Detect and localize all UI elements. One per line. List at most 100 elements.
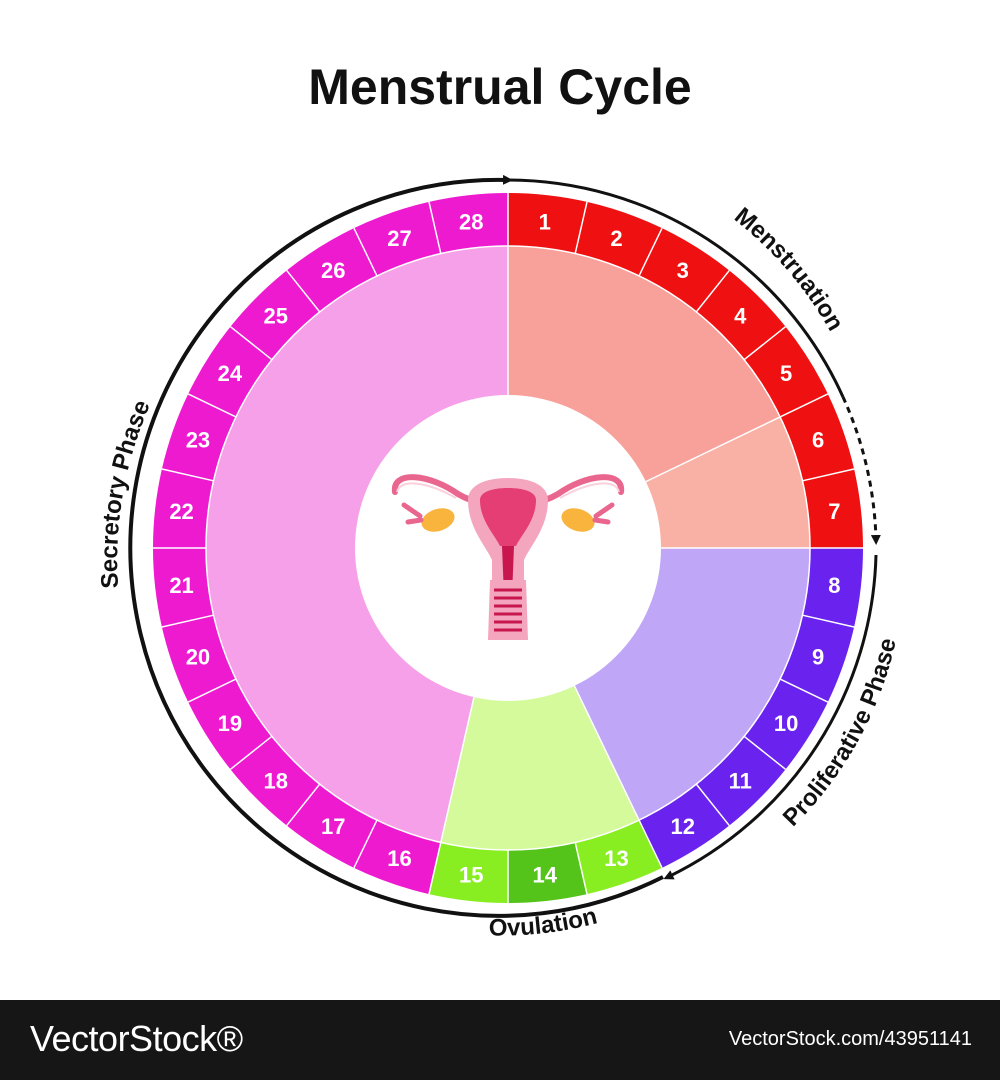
watermark-brand: VectorStock® (30, 1018, 243, 1059)
day-segment-23 (161, 393, 236, 481)
ring-tick (743, 735, 787, 770)
day-label-17: 17 (321, 814, 345, 839)
day-label-28: 28 (459, 210, 483, 235)
day-segment-15 (429, 842, 508, 903)
cycle-diagram: Menstruation Proliferative Phase Ovulati… (96, 174, 902, 942)
day-segment-21 (153, 548, 214, 627)
day-label-26: 26 (321, 258, 345, 283)
day-label-24: 24 (218, 361, 243, 386)
ring-tick (187, 678, 237, 703)
day-label-23: 23 (186, 428, 210, 453)
secretory-label: Secretory Phase (96, 396, 156, 589)
day-segment-4 (696, 270, 786, 360)
day-segment-6 (780, 393, 855, 481)
ring-tick (695, 783, 730, 827)
menstruation-dashed-arrow (841, 396, 881, 545)
day-segment-18 (230, 736, 320, 826)
day-segment-3 (639, 228, 730, 312)
ring-tick (428, 842, 442, 895)
day-labels: 1234567891011121314151617181920212223242… (169, 210, 840, 888)
inner-phase-sectors (205, 246, 810, 850)
day-label-1: 1 (539, 210, 551, 235)
outer-cycle-arrow (128, 174, 664, 918)
day-label-8: 8 (828, 573, 840, 598)
day-segment-13 (575, 820, 663, 895)
menstruation-inner-sector-b (644, 416, 810, 548)
day-label-22: 22 (169, 499, 193, 524)
day-segment-20 (161, 615, 236, 703)
ring-tick (638, 227, 663, 277)
proliferative-inner-sector (573, 548, 810, 821)
ring-tick (802, 614, 855, 628)
day-segment-5 (744, 326, 828, 417)
watermark-bar: VectorStock® VectorStock.com/43951141 (0, 1000, 1000, 1080)
watermark-id: VectorStock.com/43951141 (728, 1028, 972, 1050)
ring-inner-edge (205, 245, 811, 851)
day-segment-19 (188, 679, 272, 770)
day-label-9: 9 (812, 644, 824, 669)
day-label-11: 11 (729, 768, 752, 793)
day-label-25: 25 (263, 304, 287, 329)
ring-tick (695, 269, 730, 313)
day-label-6: 6 (812, 428, 824, 453)
ring-tick (286, 783, 321, 827)
day-label-15: 15 (459, 862, 483, 887)
day-label-3: 3 (677, 258, 689, 283)
ring-tick (574, 201, 588, 254)
ring-tick (286, 269, 321, 313)
day-segment-16 (353, 820, 441, 895)
phase-divider (440, 696, 475, 843)
day-segment-9 (780, 615, 855, 703)
ring-tick (574, 842, 588, 895)
day-label-19: 19 (218, 711, 242, 736)
day-label-7: 7 (828, 499, 840, 524)
day-segment-27 (353, 201, 441, 276)
day-label-18: 18 (263, 768, 287, 793)
day-label-14: 14 (533, 862, 558, 887)
day-segment-14 (508, 842, 587, 903)
ring-tick (161, 614, 214, 628)
ring-tick (187, 393, 237, 418)
phase-divider (573, 685, 640, 821)
proliferative-arrow (663, 554, 878, 880)
day-segment-2 (575, 201, 663, 276)
day-label-20: 20 (186, 644, 210, 669)
uterus-icon (391, 474, 625, 640)
ring-tick (743, 326, 787, 361)
ovulation-inner-sector (440, 684, 640, 850)
ring-tick (428, 201, 442, 254)
day-ring (153, 193, 863, 903)
day-label-2: 2 (610, 226, 622, 251)
phase-divider (645, 416, 781, 483)
ring-tick (353, 227, 378, 277)
ring-tick (779, 393, 829, 418)
day-label-16: 16 (387, 846, 411, 871)
ovulation-label: Ovulation (489, 902, 600, 941)
ring-tick (353, 819, 378, 869)
day-label-21: 21 (169, 573, 193, 598)
day-label-10: 10 (774, 711, 798, 736)
day-segment-22 (153, 469, 214, 548)
day-segment-28 (429, 193, 508, 254)
day-segment-26 (286, 228, 377, 312)
day-segment-10 (744, 679, 828, 770)
ring-tick (802, 468, 855, 482)
day-segment-11 (696, 736, 786, 826)
cycle-arrows (128, 174, 881, 918)
day-segment-12 (639, 784, 730, 868)
ring-tick (229, 735, 273, 770)
day-label-5: 5 (780, 361, 792, 386)
menstruation-continuation-arrow (507, 178, 845, 398)
day-segment-8 (802, 548, 863, 627)
ring-tick (779, 678, 829, 703)
day-label-4: 4 (734, 304, 747, 329)
ring-tick (229, 326, 273, 361)
day-label-27: 27 (387, 226, 411, 251)
day-segment-7 (802, 469, 863, 548)
ring-tick (161, 468, 214, 482)
day-label-13: 13 (604, 846, 628, 871)
ring-tick (638, 819, 663, 869)
day-segment-25 (230, 270, 320, 360)
page-title: Menstrual Cycle (308, 59, 692, 115)
day-segment-1 (508, 193, 587, 254)
